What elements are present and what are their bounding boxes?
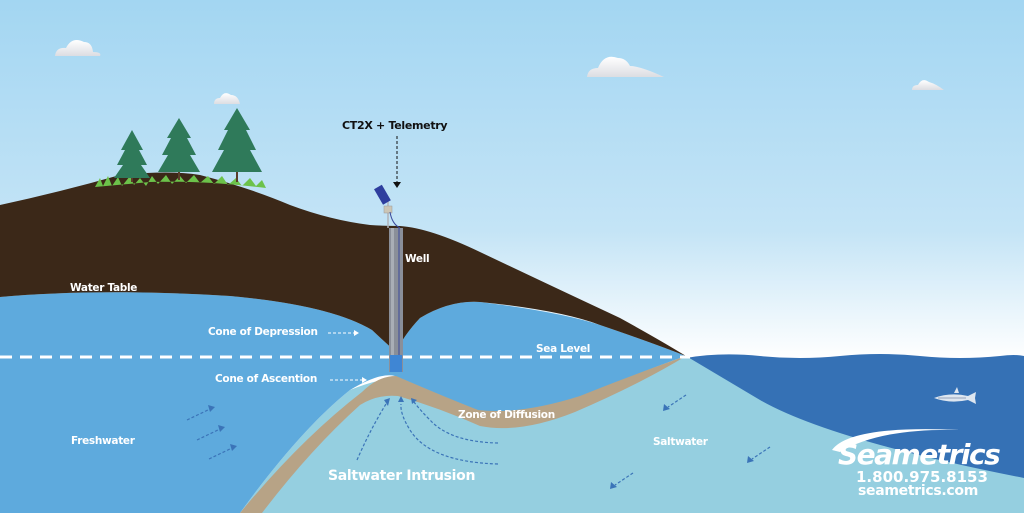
cone-depression-pointer <box>328 330 359 336</box>
cloud-icon <box>214 93 240 104</box>
flow-arrow-icon <box>356 394 771 486</box>
cone-ascention-label: Cone of Ascention <box>215 373 318 385</box>
pine-tree-icon <box>114 130 150 182</box>
solar-panel-icon <box>374 184 401 229</box>
zone-diffusion-label: Zone of Diffusion <box>458 409 555 421</box>
cone-depression-label: Cone of Depression <box>208 326 318 338</box>
flow-arrow-icon <box>186 405 237 460</box>
brand-url: seametrics.com <box>858 483 979 499</box>
diffusion-zone <box>240 356 686 513</box>
fish-icon <box>934 387 976 404</box>
soil-hill <box>0 172 686 356</box>
flow-arrow-icon <box>384 396 754 489</box>
telemetry-pointer-arrowhead <box>393 182 401 188</box>
cone-ascention-pointer <box>330 377 367 383</box>
water-table-label: Water Table <box>70 282 138 294</box>
brand-name: Seametrics <box>838 438 1001 471</box>
cloud-icon <box>587 56 664 77</box>
pine-tree-icon <box>212 108 262 182</box>
cloud-icon <box>55 40 101 56</box>
brand-swoosh <box>832 429 960 452</box>
well-label: Well <box>405 253 430 265</box>
saltwater-label: Saltwater <box>653 436 708 448</box>
sea-level-label: Sea Level <box>536 343 591 355</box>
cloud-icon <box>912 80 944 90</box>
grass <box>95 175 266 188</box>
freshwater-zone <box>0 292 686 513</box>
saltwater-intrusion-label: Saltwater Intrusion <box>328 468 476 484</box>
well <box>389 228 403 372</box>
freshwater-label: Freshwater <box>71 435 135 447</box>
telemetry-label: CT2X + Telemetry <box>342 119 448 132</box>
brand-logo: Seametrics 1.800.975.8153 seametrics.com <box>826 424 1016 504</box>
brand-phone: 1.800.975.8153 <box>856 468 988 486</box>
pine-tree-icon <box>158 118 200 180</box>
